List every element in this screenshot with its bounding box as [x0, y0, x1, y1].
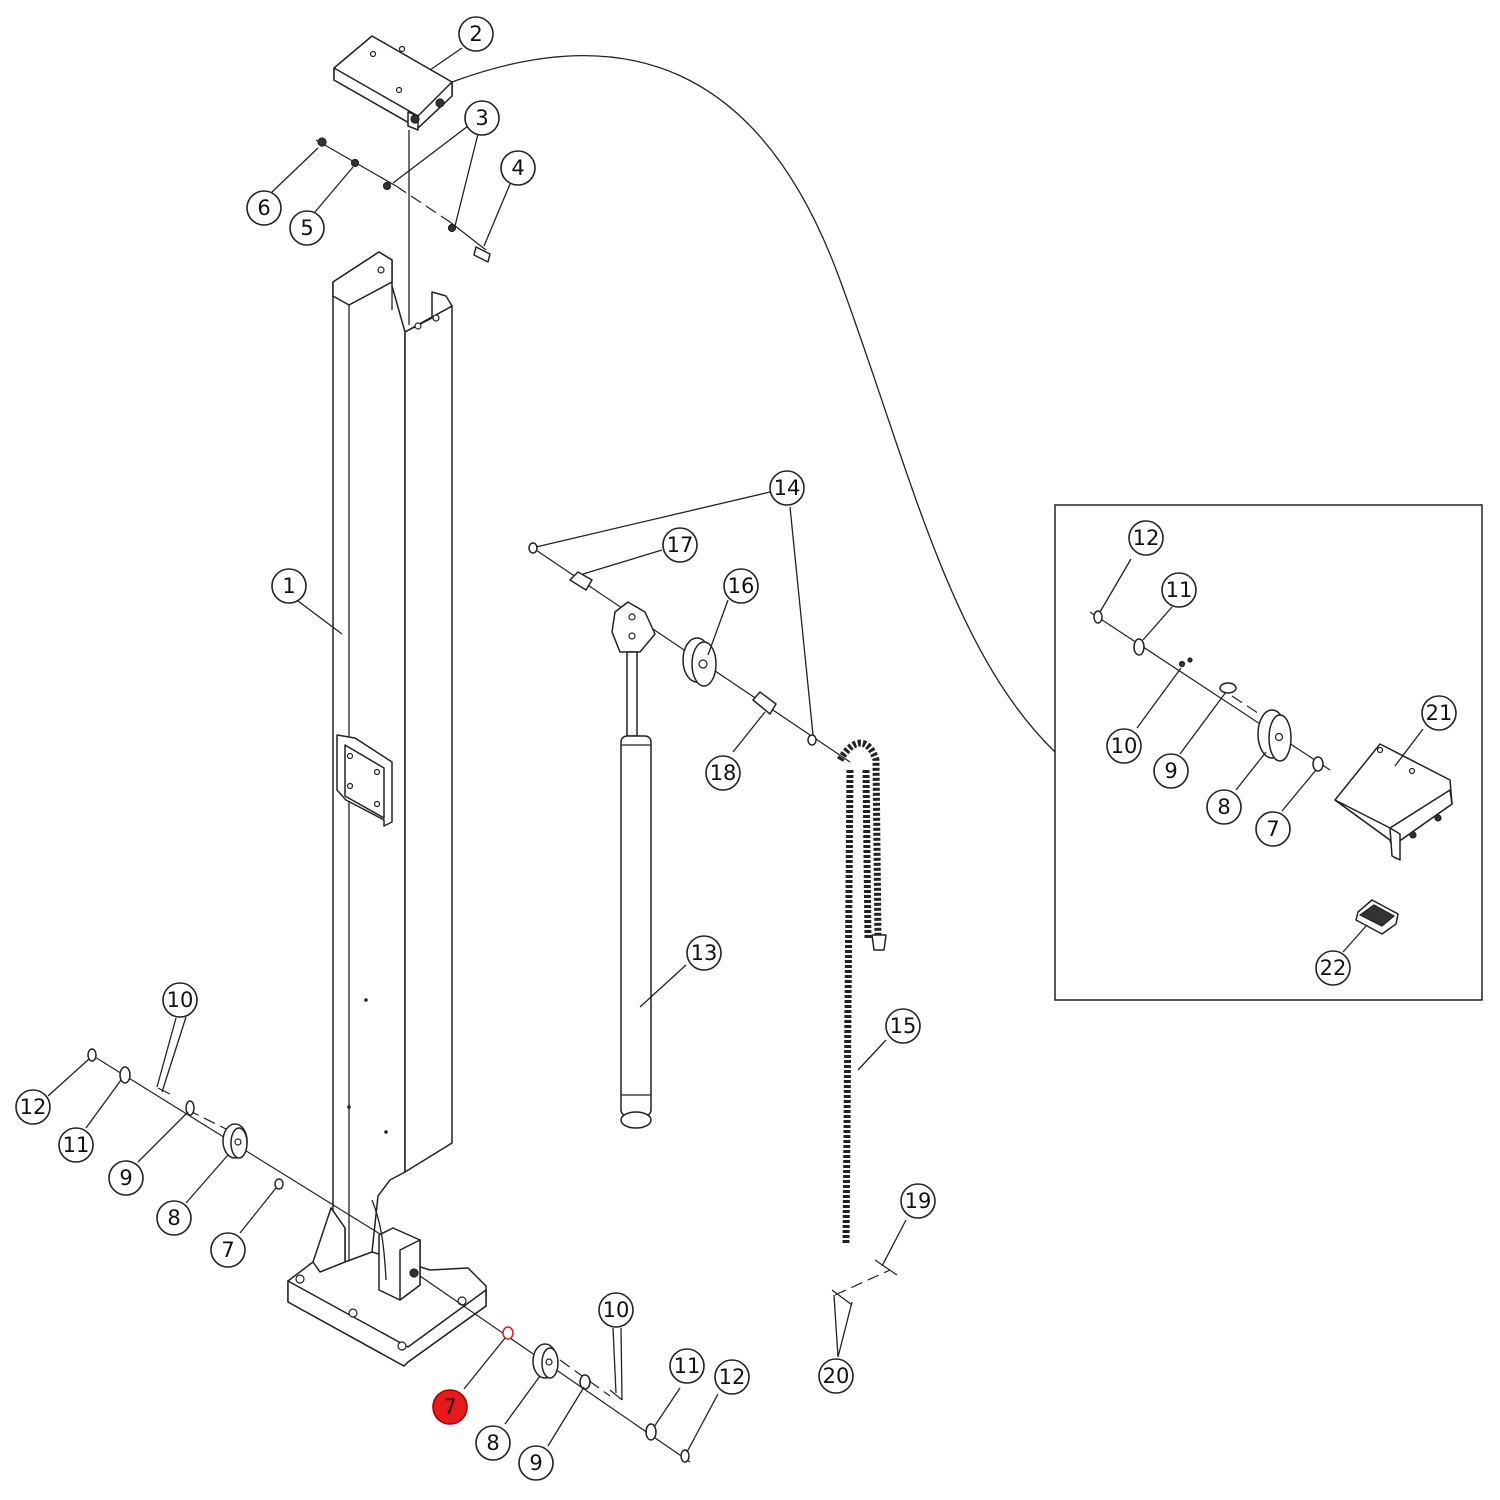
callout-15: 15: [885, 1008, 921, 1044]
chain: [831, 739, 898, 1306]
lower-left-axle-assembly: [87, 1048, 381, 1235]
callout-2: 2: [458, 16, 494, 52]
svg-text:11: 11: [674, 1354, 701, 1378]
detail-reference-curve: [451, 55, 1056, 753]
callout-20: 20: [818, 1358, 854, 1394]
svg-text:2: 2: [469, 22, 482, 46]
callout-9-detail: 9: [1153, 753, 1189, 789]
lower-right-axle-assembly: [419, 1275, 691, 1463]
callout-21: 21: [1421, 695, 1457, 731]
svg-text:7: 7: [443, 1395, 456, 1419]
callout-13: 13: [686, 935, 722, 971]
svg-text:16: 16: [728, 574, 755, 598]
callout-12-detail: 12: [1128, 520, 1164, 556]
callout-12-right: 12: [714, 1359, 750, 1395]
callout-8-detail: 8: [1206, 789, 1242, 825]
svg-text:11: 11: [63, 1133, 90, 1157]
svg-text:10: 10: [1111, 734, 1138, 758]
callout-8-left: 8: [156, 1200, 192, 1236]
top-fastener-set: [315, 137, 491, 263]
callout-18: 18: [705, 755, 741, 791]
callout-10-detail: 10: [1106, 728, 1142, 764]
svg-text:12: 12: [20, 1095, 47, 1119]
callout-7-highlighted[interactable]: 7: [432, 1389, 468, 1425]
svg-text:8: 8: [167, 1206, 180, 1230]
svg-text:10: 10: [603, 1298, 630, 1322]
svg-text:9: 9: [1164, 759, 1177, 783]
callout-11-left: 11: [58, 1127, 94, 1163]
callout-8-right: 8: [475, 1425, 511, 1461]
svg-text:20: 20: [823, 1364, 850, 1388]
callout-14: 14: [769, 470, 805, 506]
svg-text:15: 15: [890, 1014, 917, 1038]
callout-9-right: 9: [518, 1445, 554, 1481]
svg-text:18: 18: [710, 761, 737, 785]
callout-7-detail: 7: [1255, 811, 1291, 847]
top-plate: [333, 35, 453, 325]
svg-text:13: 13: [691, 941, 718, 965]
svg-text:21: 21: [1426, 701, 1453, 725]
svg-text:7: 7: [221, 1238, 234, 1262]
svg-text:5: 5: [300, 216, 313, 240]
callout-16: 16: [723, 568, 759, 604]
callout-1: 1: [271, 568, 307, 604]
callout-9-left: 9: [108, 1160, 144, 1196]
svg-text:8: 8: [486, 1431, 499, 1455]
svg-text:6: 6: [257, 196, 270, 220]
svg-text:3: 3: [475, 106, 488, 130]
svg-text:10: 10: [167, 988, 194, 1012]
callout-5: 5: [289, 210, 325, 246]
svg-text:12: 12: [1133, 526, 1160, 550]
callout-6: 6: [246, 190, 282, 226]
svg-text:22: 22: [1320, 956, 1347, 980]
callout-3: 3: [464, 100, 500, 136]
callout-11-right: 11: [669, 1348, 705, 1384]
detail-view: [1054, 504, 1483, 1001]
svg-text:12: 12: [719, 1365, 746, 1389]
callout-12-left: 12: [15, 1089, 51, 1125]
svg-text:7: 7: [1266, 817, 1279, 841]
svg-text:4: 4: [511, 156, 524, 180]
svg-text:9: 9: [529, 1451, 542, 1475]
main-column: [287, 251, 487, 1367]
callout-7-left: 7: [210, 1232, 246, 1268]
leader-lines: [47, 47, 1424, 1453]
svg-text:19: 19: [905, 1189, 932, 1213]
svg-text:8: 8: [1217, 795, 1230, 819]
callout-22: 22: [1315, 950, 1351, 986]
gas-spring-assembly: [528, 542, 851, 1129]
callout-4: 4: [500, 150, 536, 186]
svg-text:14: 14: [774, 476, 801, 500]
callout-10-right: 10: [598, 1292, 634, 1328]
callout-11-detail: 11: [1161, 572, 1197, 608]
svg-text:9: 9: [119, 1166, 132, 1190]
svg-text:17: 17: [667, 533, 694, 557]
callout-19: 19: [900, 1183, 936, 1219]
callout-10-left: 10: [162, 982, 198, 1018]
svg-text:1: 1: [282, 574, 295, 598]
callout-17: 17: [662, 527, 698, 563]
svg-text:11: 11: [1166, 578, 1193, 602]
